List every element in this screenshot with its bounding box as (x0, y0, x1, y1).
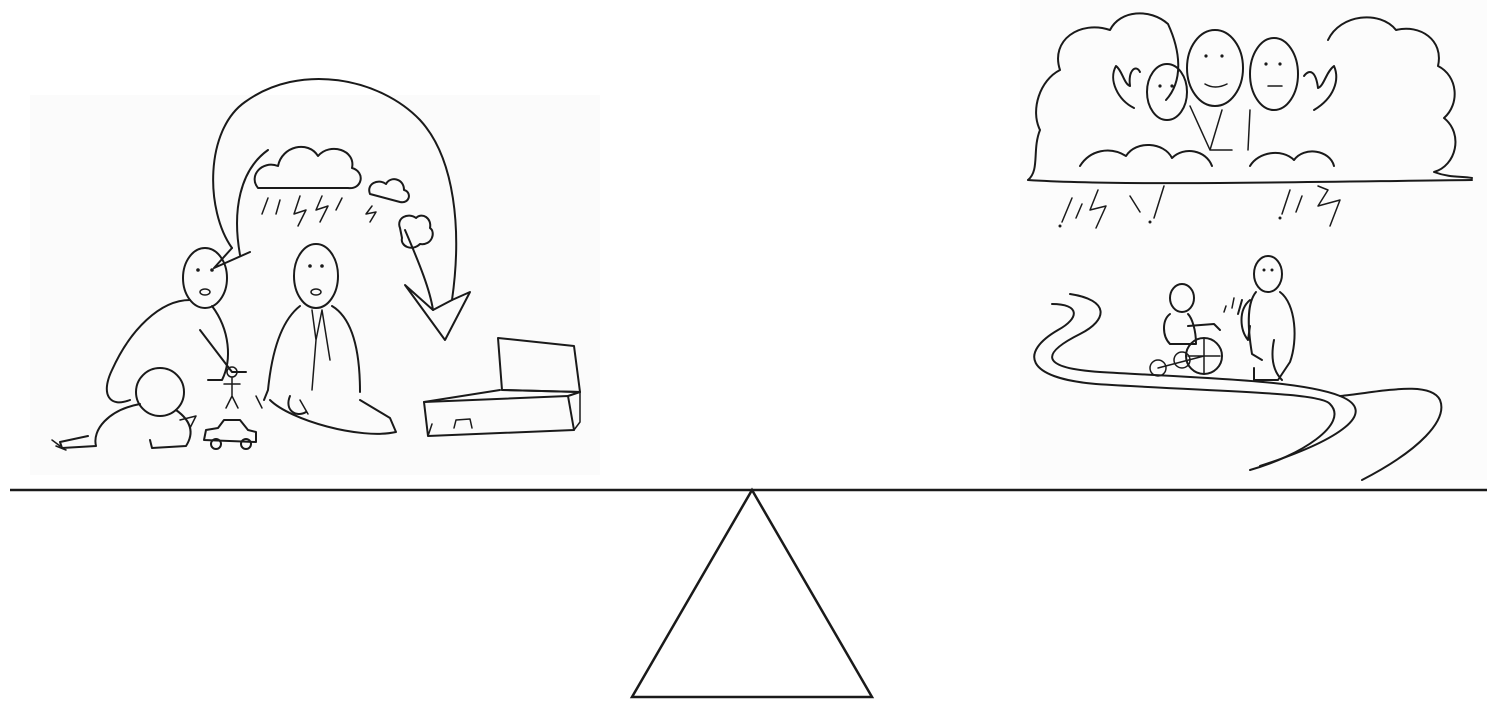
seesaw-balance-icon (10, 490, 1487, 697)
storm-and-road-scene-icon (1020, 0, 1487, 480)
balance-fulcrum (632, 490, 872, 697)
family-worry-scene-icon (30, 79, 600, 475)
